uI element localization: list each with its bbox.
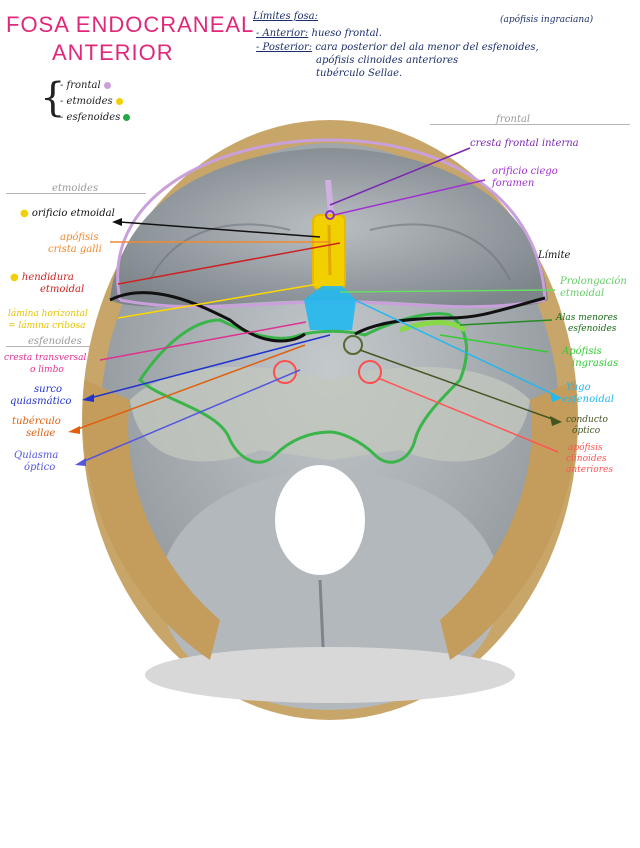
label-tuberculo-1: tubérculo [12,416,61,428]
label-quiasma-2: óptico [24,462,55,474]
label-crista-galli-2: crista galli [48,244,102,256]
label-lamina-1: lámina horizontal [8,308,88,320]
label-prolongacion-2: etmoidal [560,288,604,300]
label-apofisis-ingrasias-2: ingrasias [572,358,618,370]
label-apofisis-ingrasias-1: Apófisis [562,346,602,358]
label-orificio-ciego-2: foramen [492,178,534,190]
label-hendidura-2: etmoidal [40,284,84,296]
crista-galli [329,225,330,275]
occipital-base [145,647,515,703]
arrow-quiasma [75,458,86,466]
label-cresta-transversa-2: o limbo [30,364,64,376]
label-surco-1: surco [34,384,62,396]
label-crista-galli-1: apófisis [60,232,99,244]
label-quiasma-1: Quiasma [14,450,58,462]
label-cresta-frontal: cresta frontal interna [470,138,579,150]
label-conducto-optico-2: óptico [572,425,600,437]
label-orificio-etmoidal: ● orificio etmoidal [20,208,115,220]
arrow-tuberculo [68,426,80,434]
label-surco-2: quiasmático [10,396,71,408]
foramen-magnum [275,465,365,575]
label-hendidura-1: ● hendidura [10,272,74,284]
label-tuberculo-2: sellae [26,428,55,440]
label-cresta-transversa-1: cresta transversal [4,352,86,364]
label-orificio-ciego-1: orificio ciego [492,166,558,178]
label-yugo-2: esfenoidal [562,394,614,406]
middle-fossa [130,367,530,462]
label-lamina-2: = lámina cribosa [8,320,85,332]
label-yugo-1: Yugo [566,382,591,394]
label-clinoides-3: anteriores [566,464,613,476]
label-alas-menores-2: esfenoides [568,323,616,335]
label-prolongacion-1: Prolongación [560,276,627,288]
label-limite: Límite [538,250,570,262]
